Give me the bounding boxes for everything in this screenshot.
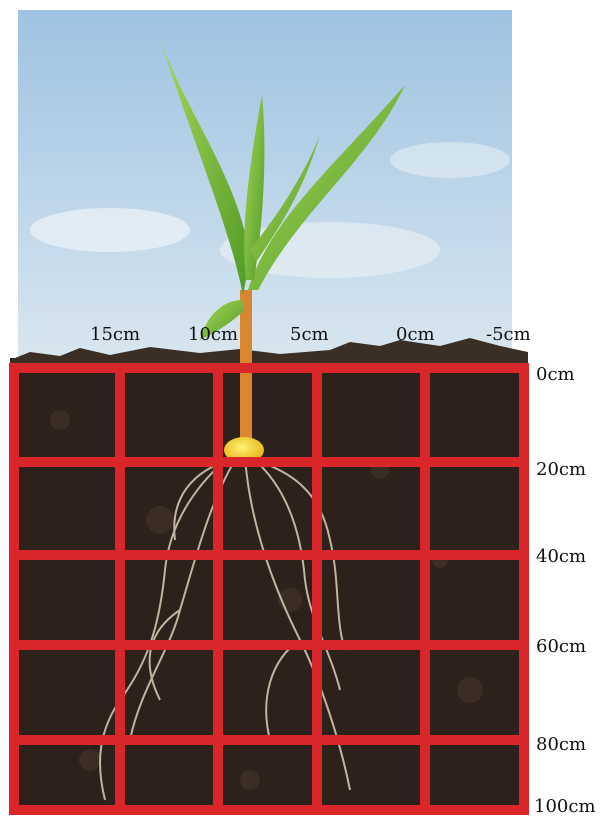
cloud [30, 208, 190, 252]
depth-label-40cm: 40cm [536, 546, 586, 567]
horizontal-label-neg5cm: -5cm [486, 324, 531, 345]
depth-label-80cm: 80cm [536, 734, 586, 755]
cloud [390, 142, 510, 178]
depth-label-20cm: 20cm [536, 459, 586, 480]
horizontal-label-10cm: 10cm [188, 324, 238, 345]
depth-label-0cm: 0cm [536, 364, 575, 385]
horizontal-label-5cm: 5cm [290, 324, 329, 345]
sky-background [18, 10, 512, 360]
horizontal-label-0cm: 0cm [396, 324, 435, 345]
depth-label-100cm: 100cm [534, 796, 596, 817]
horizontal-label-15cm: 15cm [90, 324, 140, 345]
soil-block [10, 358, 528, 814]
depth-label-60cm: 60cm [536, 636, 586, 657]
